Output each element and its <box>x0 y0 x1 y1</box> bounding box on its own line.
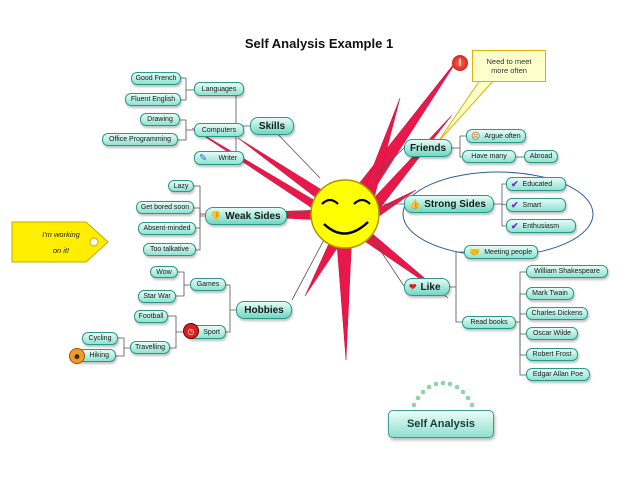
node-writer[interactable]: ✎ Writer <box>194 151 244 165</box>
node-absent-minded[interactable]: Absent-minded <box>138 222 196 235</box>
callout-line-2: more often <box>491 66 527 75</box>
node-good-french[interactable]: Good French <box>131 72 181 85</box>
callout-note: Need to meet more often <box>472 50 546 82</box>
node-too-talkative[interactable]: Too talkative <box>143 243 196 256</box>
node-skills[interactable]: Skills <box>250 117 294 135</box>
callout-line-1: Need to meet <box>486 57 532 66</box>
node-smart[interactable]: ✔ Smart <box>506 198 566 212</box>
node-william-shakespeare[interactable]: William Shakespeare <box>526 265 608 278</box>
node-smart-label: Smart <box>522 201 542 209</box>
self-analysis-button[interactable]: Self Analysis <box>388 410 494 438</box>
node-hobbies[interactable]: Hobbies <box>236 301 292 319</box>
node-cycling[interactable]: Cycling <box>82 332 118 345</box>
node-educated[interactable]: ✔ Educated <box>506 177 566 191</box>
checkmark-icon: ✔ <box>511 178 519 189</box>
node-games[interactable]: Games <box>190 278 226 291</box>
handshake-icon: 🤝 <box>469 246 481 257</box>
pen-icon: ✎ <box>199 153 208 164</box>
tag-shape <box>11 221 109 263</box>
node-meeting-people[interactable]: 🤝 Meeting people <box>464 245 538 259</box>
node-friends[interactable]: Friends <box>404 139 452 157</box>
node-lazy[interactable]: Lazy <box>168 180 194 192</box>
node-hiking-label: Hiking <box>89 352 109 359</box>
node-read-books[interactable]: Read books <box>462 316 516 329</box>
heart-icon: ❤ <box>409 281 417 292</box>
page-title: Self Analysis Example 1 <box>244 36 394 51</box>
dotted-arc <box>411 380 475 408</box>
checkmark-icon: ✔ <box>511 199 519 210</box>
node-sport[interactable]: ◷ Sport <box>183 323 226 339</box>
node-travelling[interactable]: Travelling <box>130 341 170 354</box>
warning-icon: ! <box>452 55 468 71</box>
node-office-programming[interactable]: Office Programming <box>102 133 178 146</box>
tag-line-1: I'm working <box>42 230 80 239</box>
node-like-label: Like <box>420 281 441 293</box>
node-star-war[interactable]: Star War <box>138 290 176 303</box>
node-writer-label: Writer <box>218 154 237 162</box>
tag-line-2: on it! <box>52 246 70 255</box>
node-hiking[interactable]: ☻ Hiking <box>69 348 116 364</box>
node-robert-frost[interactable]: Robert Frost <box>526 348 578 361</box>
node-get-bored-soon[interactable]: Get bored soon <box>136 201 194 214</box>
checkmark-icon: ✔ <box>511 220 519 231</box>
node-charles-dickens[interactable]: Charles Dickens <box>526 307 588 320</box>
node-mark-twain[interactable]: Mark Twain <box>526 287 574 300</box>
thumbs-down-icon: 👎 <box>210 210 222 221</box>
node-fluent-english[interactable]: Fluent English <box>125 93 181 106</box>
node-educated-label: Educated <box>522 180 553 188</box>
clock-icon: ◷ <box>183 323 199 339</box>
node-enthusiasm[interactable]: ✔ Enthusiasm <box>506 219 576 233</box>
node-like[interactable]: ❤ Like <box>404 278 450 296</box>
node-edgar-allan-poe[interactable]: Edgar Allan Poe <box>526 368 590 381</box>
node-abroad[interactable]: Abroad <box>524 150 558 163</box>
node-enthusiasm-label: Enthusiasm <box>522 222 560 230</box>
node-oscar-wilde[interactable]: Oscar Wilde <box>526 327 578 340</box>
node-argue-often-label: Argue often <box>484 132 521 140</box>
node-weak-sides-label: Weak Sides <box>225 210 281 222</box>
smiley-face-icon: ☻ <box>69 348 85 364</box>
smiley-sun-icon <box>310 179 380 249</box>
node-football[interactable]: Football <box>134 310 168 323</box>
node-strong-sides-label: Strong Sides <box>424 198 486 210</box>
node-have-many[interactable]: Have many <box>462 150 516 163</box>
node-computers[interactable]: Computers <box>194 123 244 137</box>
node-strong-sides[interactable]: 👍 Strong Sides <box>404 195 494 213</box>
node-meeting-people-label: Meeting people <box>484 248 533 256</box>
node-weak-sides[interactable]: 👎 Weak Sides <box>205 207 287 225</box>
node-languages[interactable]: Languages <box>194 82 244 96</box>
faces-icon: ☹ <box>471 130 481 141</box>
node-wow[interactable]: Wow <box>150 266 178 278</box>
thumbs-up-icon: 👍 <box>409 198 421 209</box>
node-sport-label: Sport <box>203 328 220 336</box>
node-drawing[interactable]: Drawing <box>140 113 180 126</box>
node-argue-often[interactable]: ☹ Argue often <box>466 129 526 143</box>
